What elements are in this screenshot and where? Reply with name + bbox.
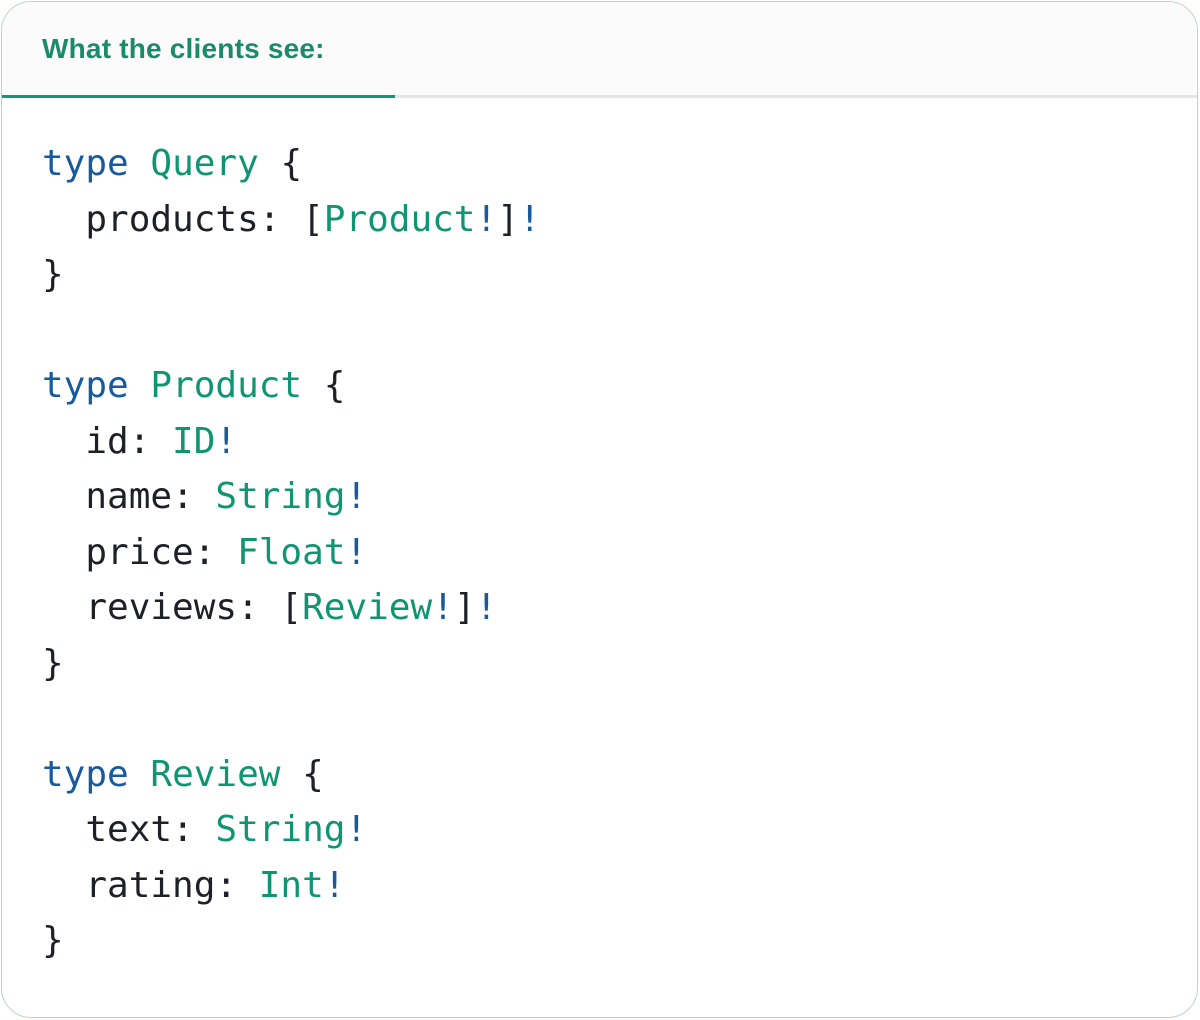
code-token: Int — [258, 864, 324, 906]
code-token: Product — [150, 365, 303, 406]
code-token: type — [42, 365, 129, 406]
code-token: products: [ — [42, 198, 324, 240]
code-token: id: — [42, 420, 173, 462]
code-token: price: — [42, 531, 238, 573]
code-token: ] — [453, 587, 476, 628]
code-line: } — [42, 913, 1197, 969]
code-line: reviews: [Review!]! — [42, 580, 1197, 636]
code-token: Product — [323, 198, 476, 240]
code-line: products: [Product!]! — [42, 192, 1197, 248]
active-tab-indicator — [2, 95, 395, 98]
code-token: } — [42, 254, 64, 295]
code-token: Review — [302, 587, 433, 628]
code-token: text: — [42, 809, 216, 850]
code-token: ! — [345, 531, 368, 573]
code-line: name: String! — [42, 469, 1197, 525]
tab-label: What the clients see: — [42, 32, 325, 64]
code-token: { — [280, 753, 324, 795]
code-line: } — [42, 636, 1197, 692]
code-line: id: ID! — [42, 414, 1197, 470]
code-line — [42, 691, 1197, 747]
code-token — [129, 365, 151, 406]
code-token: ] — [497, 198, 519, 240]
code-token: ! — [475, 587, 498, 628]
code-token: ! — [432, 587, 454, 628]
code-token: ! — [323, 864, 346, 906]
code-token: name: — [42, 476, 216, 517]
code-line — [42, 303, 1197, 359]
code-line: price: Float! — [42, 525, 1197, 581]
code-token — [129, 754, 151, 795]
code-token: ! — [345, 476, 368, 517]
code-token: Query — [150, 143, 259, 184]
panel-header: What the clients see: — [2, 2, 1197, 98]
code-token: Float — [237, 531, 346, 573]
code-token: Review — [150, 753, 281, 795]
code-line: type Query { — [42, 136, 1197, 192]
code-token: } — [42, 642, 64, 684]
code-token: ! — [215, 420, 238, 462]
code-token — [129, 143, 151, 184]
code-token: { — [258, 143, 303, 184]
code-token: String — [215, 476, 346, 517]
code-line: type Review { — [42, 747, 1197, 803]
graphql-schema-code: type Query { products: [Product!]!}type … — [2, 98, 1197, 969]
code-token: type — [42, 143, 129, 184]
code-token: reviews: [ — [42, 587, 303, 628]
code-token: } — [42, 920, 64, 961]
code-token: type — [42, 753, 129, 795]
code-token: ! — [475, 198, 498, 240]
code-token: { — [302, 365, 346, 406]
code-token: rating: — [42, 864, 259, 906]
code-line: text: String! — [42, 802, 1197, 858]
code-line: } — [42, 247, 1197, 303]
code-token: ! — [518, 198, 541, 240]
code-token: String — [215, 809, 346, 850]
code-token: ID — [172, 420, 216, 462]
code-token: ! — [345, 809, 368, 850]
code-line: rating: Int! — [42, 858, 1197, 914]
tab-what-clients-see[interactable]: What the clients see: — [2, 33, 325, 65]
code-line: type Product { — [42, 358, 1197, 414]
